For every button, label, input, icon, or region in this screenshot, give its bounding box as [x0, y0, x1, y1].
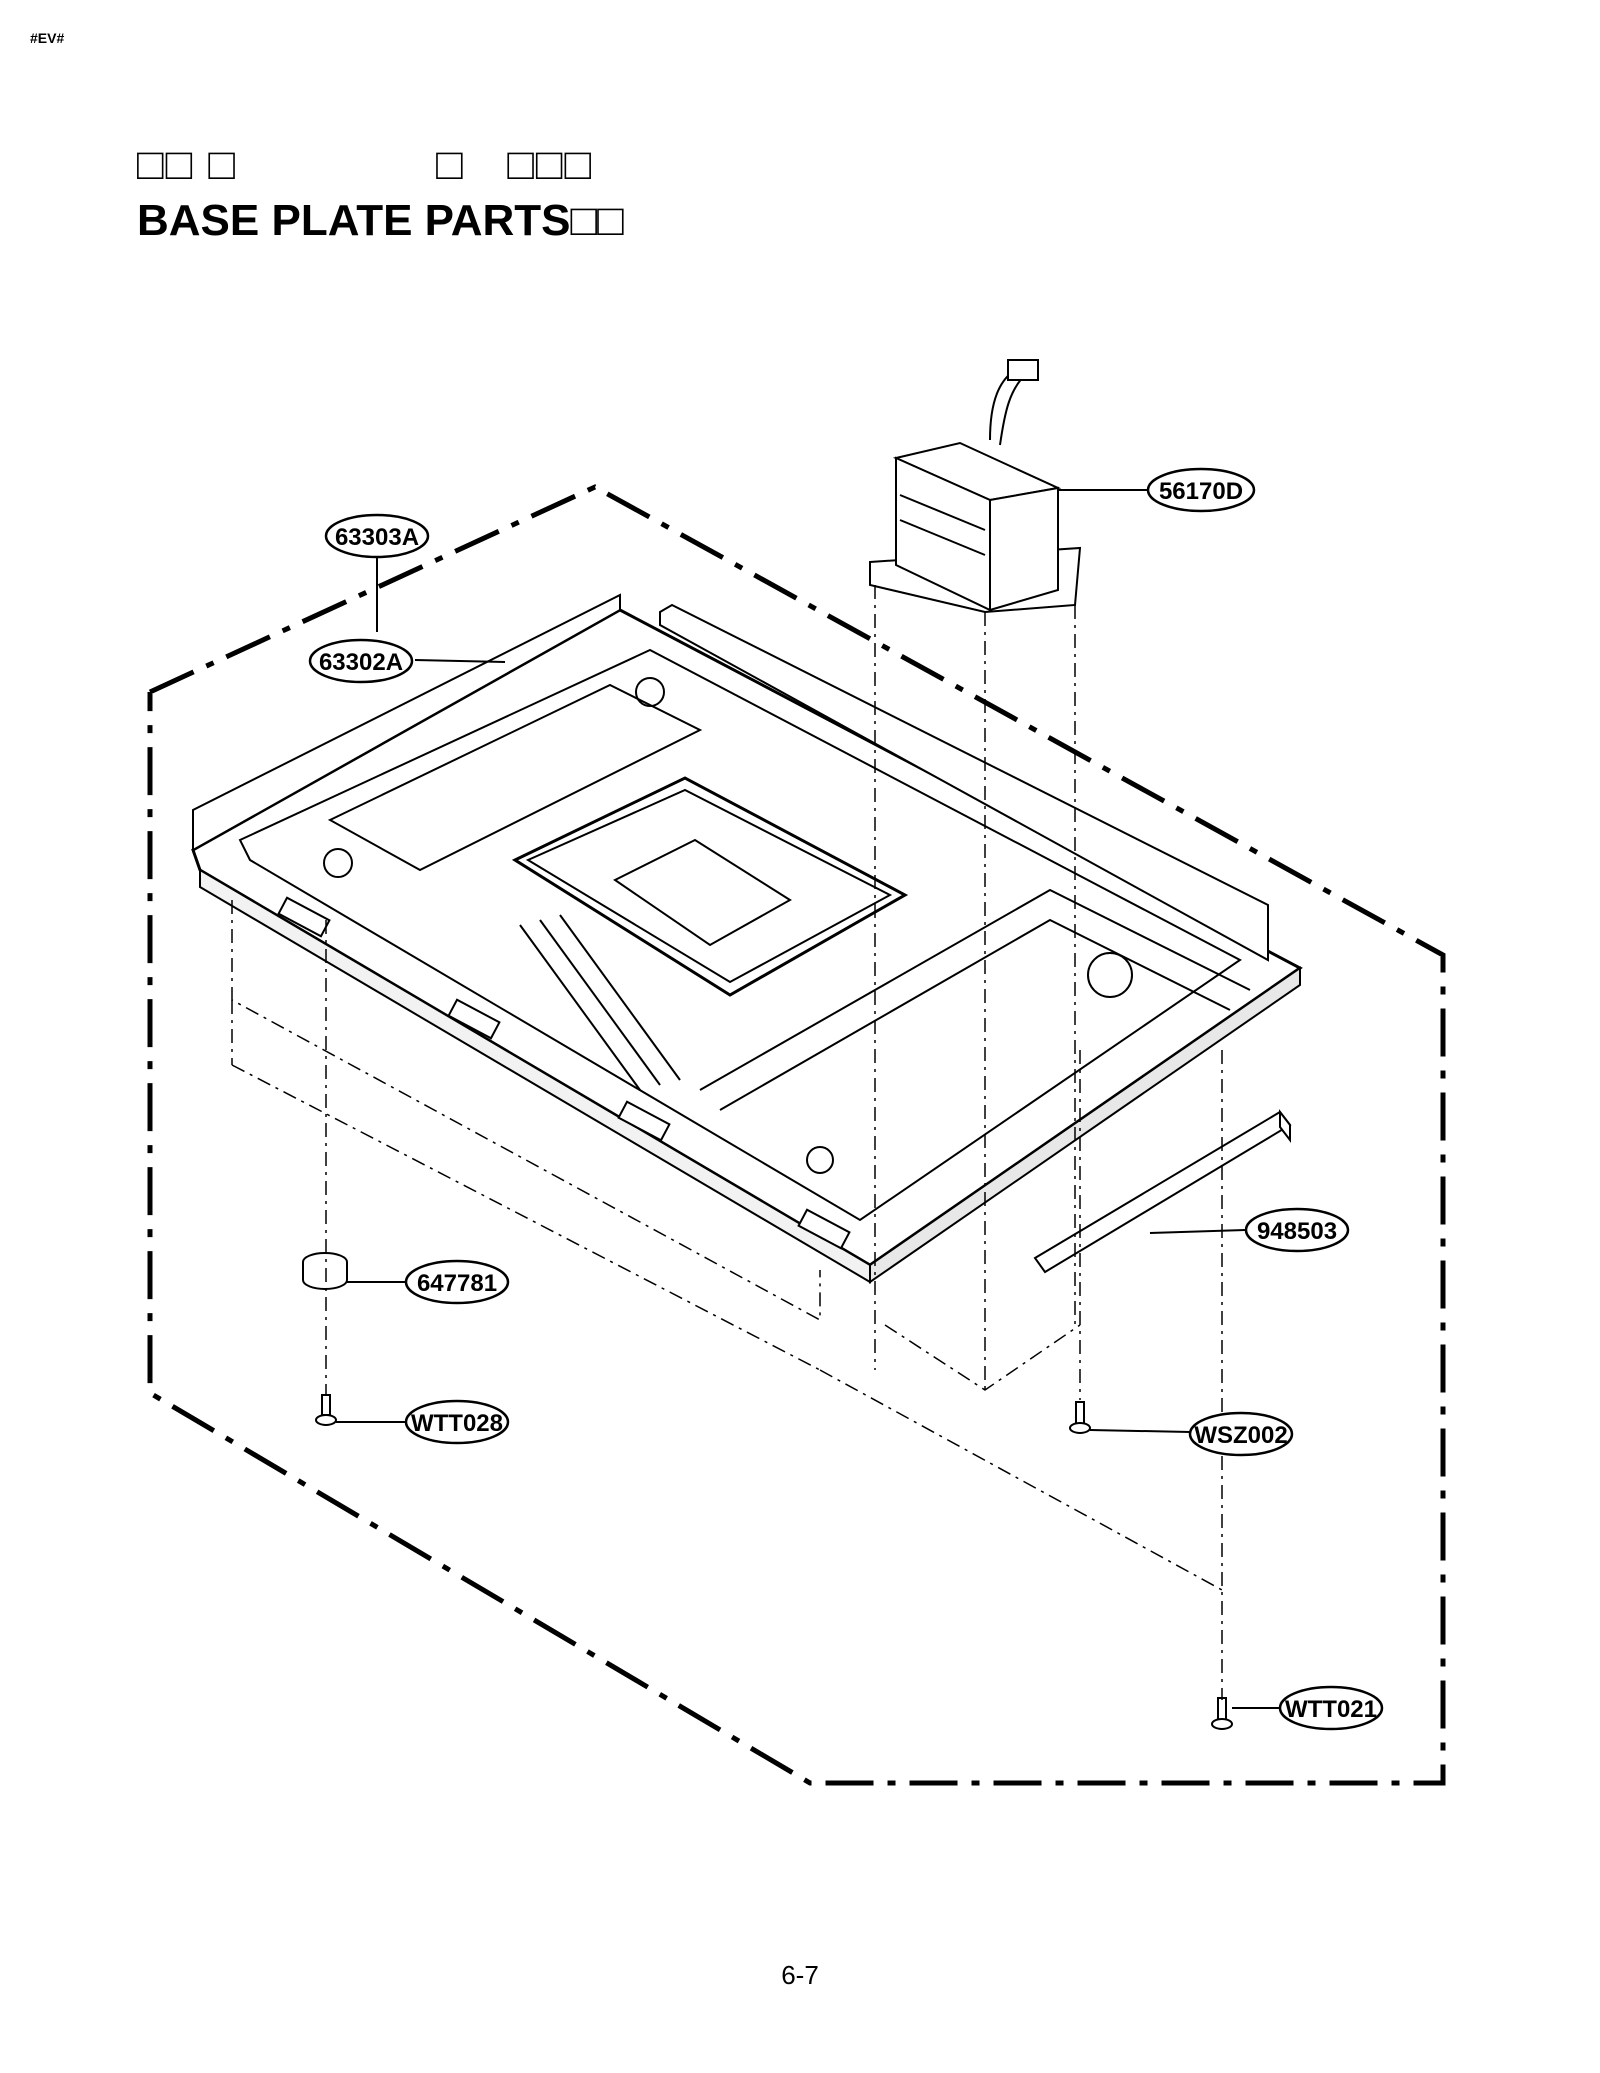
page-title: BASE PLATE PARTS□□: [137, 196, 624, 245]
transformer-drawing: [869, 359, 1082, 614]
callout-label: 647781: [417, 1270, 497, 1297]
projection-lines: [231, 585, 1223, 1700]
callout-wtt021: WTT021: [1278, 1685, 1384, 1731]
part-callouts: 63303A 63302A 56170D 948503 647781 WTT02…: [308, 467, 1384, 1731]
document-code: #EV#: [30, 30, 65, 46]
callout-647781: 647781: [404, 1259, 510, 1305]
base-plate-drawing: [191, 593, 1303, 1284]
screw-drawings: [315, 1394, 1233, 1730]
callout-label: 63302A: [319, 649, 403, 676]
callout-56170d: 56170D: [1146, 467, 1256, 513]
callout-wtt028: WTT028: [404, 1399, 510, 1445]
assembly-boundary: [147, 484, 1446, 1786]
screw-wtt021: [1211, 1697, 1233, 1730]
callout-wsz002: WSZ002: [1188, 1411, 1294, 1457]
page-number: 6-7: [781, 1960, 819, 1990]
callout-label: 56170D: [1159, 478, 1243, 505]
gasket-strip-drawing: [1033, 1109, 1292, 1274]
callout-63302a: 63302A: [308, 638, 414, 684]
rubber-foot-drawing: [302, 1252, 348, 1290]
callout-63303a: 63303A: [324, 513, 430, 559]
leader-lines: [336, 489, 1280, 1709]
screw-wsz002: [1069, 1401, 1091, 1434]
callout-label: 948503: [1257, 1218, 1337, 1245]
callout-label: WTT028: [411, 1410, 503, 1437]
page-title-korean: □□ □ □ □□□: [137, 140, 594, 189]
screw-wtt028: [315, 1394, 337, 1426]
callout-label: WTT021: [1285, 1696, 1377, 1723]
callout-label: WSZ002: [1194, 1422, 1287, 1449]
callout-label: 63303A: [335, 524, 419, 551]
callout-948503: 948503: [1244, 1207, 1350, 1253]
